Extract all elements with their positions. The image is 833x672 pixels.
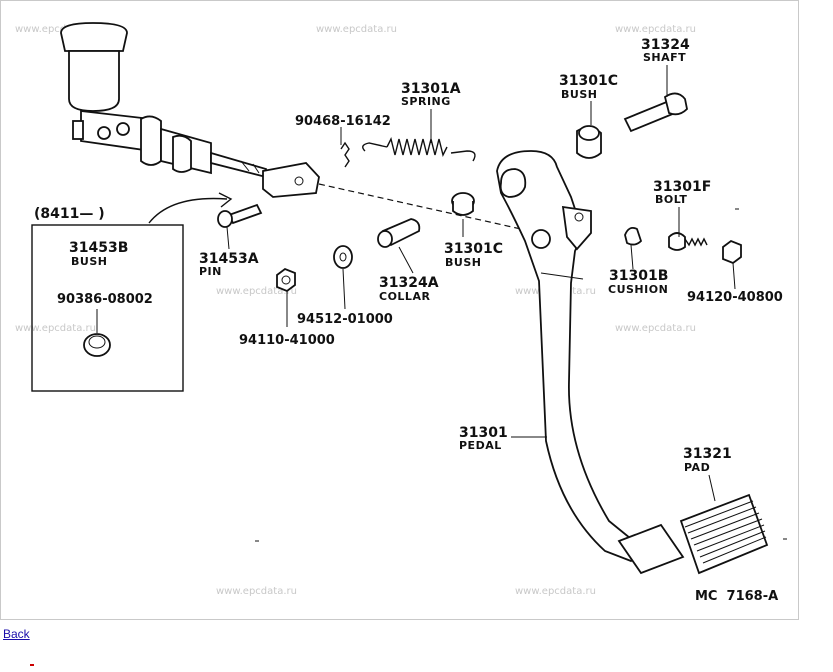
inset-box [31,192,233,392]
part-number-label: 31301C [444,241,503,257]
watermark: www.epcdata.ru [15,24,96,35]
part-number-label: 31301C [559,73,618,89]
washer-drawing [333,245,353,269]
alignment-line [318,183,522,230]
nut-right-drawing [722,239,742,265]
part-name-label: BUSH [561,88,597,101]
clutch-master-cylinder-drawing [60,22,320,198]
watermark: www.epcdata.ru [15,323,96,334]
collar-drawing [377,218,421,248]
part-name-label: PEDAL [459,439,502,452]
nut-drawing [276,267,296,293]
part-name-label: COLLAR [379,290,430,303]
part-name-label: CUSHION [608,283,668,296]
part-number-label: 90468-16142 [295,114,391,129]
watermark: www.epcdata.ru [316,24,397,35]
inset-arrow [148,197,228,224]
part-number-label: 94512-01000 [297,312,393,327]
part-labels: 31324 SHAFT 31301A SPRING 31301C BUSH 90… [34,37,783,604]
bolt-drawing [668,232,708,251]
part-name-label: BUSH [445,256,481,269]
clip-drawing [340,141,350,168]
bush-top-flange [578,125,600,141]
watermark: www.epcdata.ru [615,323,696,334]
part-number-label: 31453B [69,240,128,256]
pedal-arm-drawing [496,150,685,575]
part-name-label: PIN [199,265,222,278]
part-number-label: 90386-08002 [57,292,153,307]
parts-diagram-frame: www.epcdata.ru www.epcdata.ru www.epcdat… [0,0,799,620]
shaft-drawing [623,92,688,133]
part-number-label: 31301 [459,425,508,441]
pedal-pad-drawing [679,493,769,575]
back-link[interactable]: Back [3,627,30,641]
diagram-code-label: MC 7168-A [695,589,778,604]
part-number-label: 31301B [609,268,668,284]
corner-mark [30,664,34,666]
part-number-label: 31453A [199,251,259,267]
part-number-label: 31301F [653,179,711,195]
watermark: www.epcdata.ru [216,286,297,297]
watermark: www.epcdata.ru [216,586,297,597]
cushion-drawing [624,226,643,246]
part-number-label: 31324 [641,37,690,53]
part-name-label: PAD [684,461,710,474]
watermark: www.epcdata.ru [515,586,596,597]
watermark: www.epcdata.ru [615,24,696,35]
return-spring-drawing [362,136,476,162]
part-number-label: 31321 [683,446,732,462]
clutch-pedal-diagram: www.epcdata.ru www.epcdata.ru www.epcdat… [15,22,787,604]
leader-lines [96,65,787,542]
pin-drawing [217,203,263,228]
part-number-label: 31324A [379,275,439,291]
part-number-label: 31301A [401,81,461,97]
part-name-label: BOLT [655,193,687,206]
part-name-label: SHAFT [643,51,686,64]
part-name-label: SPRING [401,95,451,108]
part-number-label: 94120-40800 [687,290,783,305]
part-number-label: 94110-41000 [239,333,335,348]
inset-reference-label: (8411— ) [34,206,105,222]
part-name-label: BUSH [71,255,107,268]
inset-bush-drawing [83,333,111,357]
bush-mid-body [452,201,474,216]
